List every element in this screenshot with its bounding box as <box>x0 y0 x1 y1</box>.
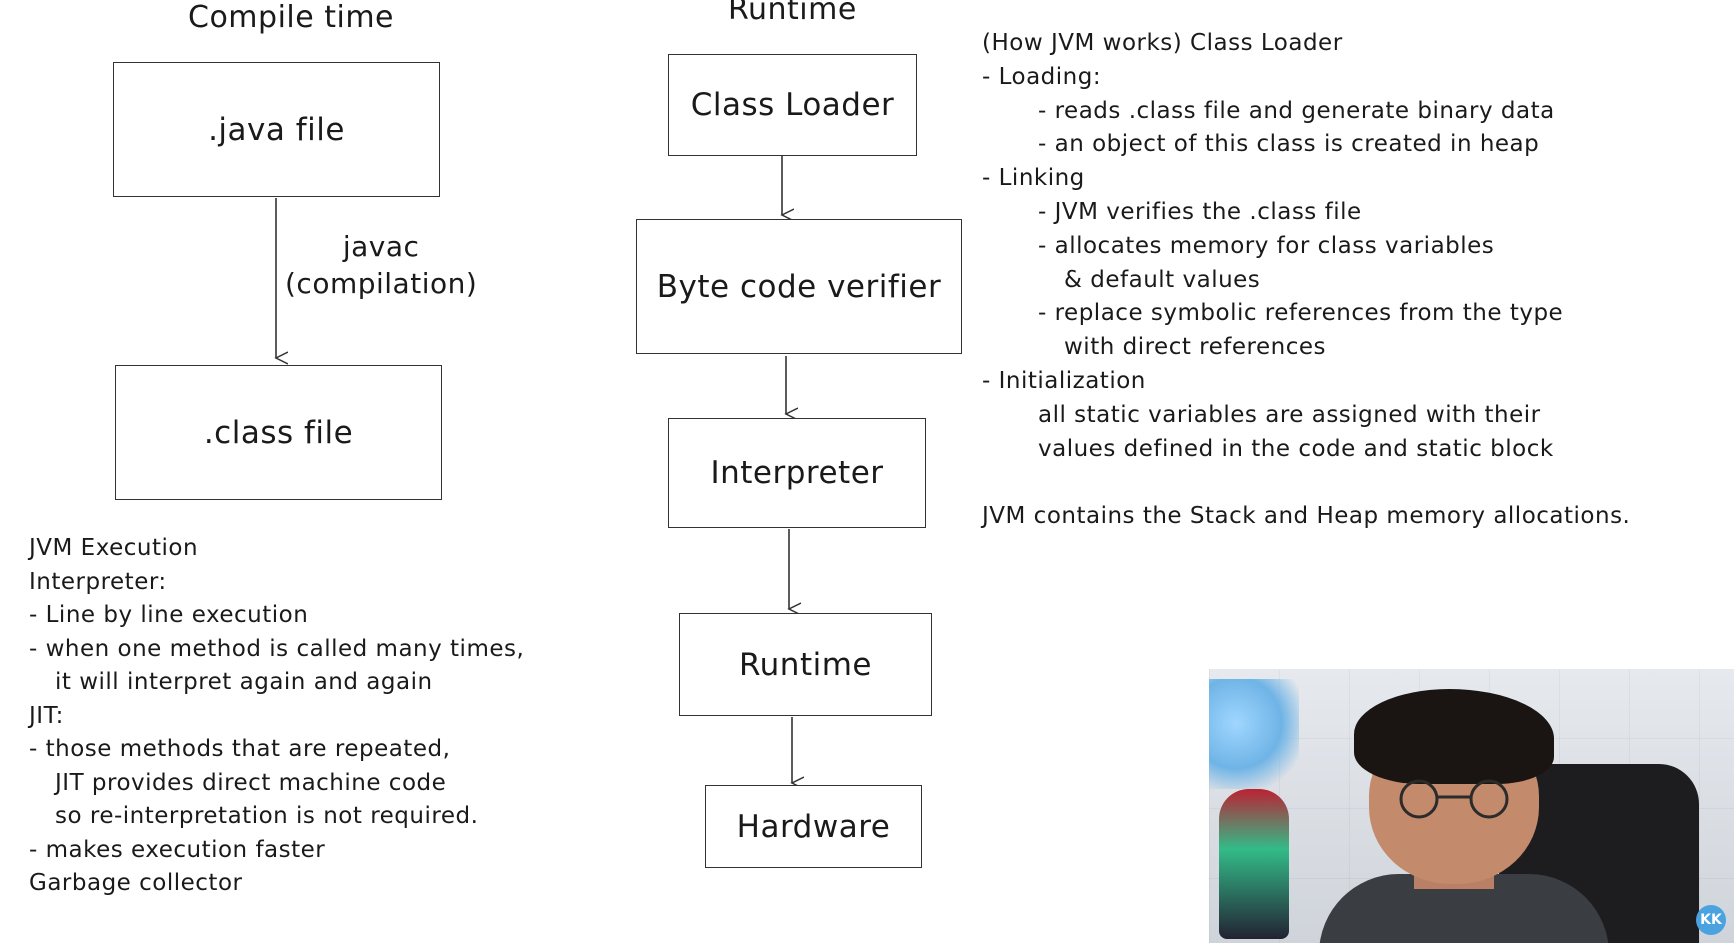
presenter-hair <box>1354 689 1554 784</box>
jit-heading: JIT: <box>29 702 64 729</box>
initialization-item: all static variables are assigned with t… <box>1038 401 1541 428</box>
byte-code-verifier-box: Byte code verifier <box>636 219 962 354</box>
interpreter-label: Interpreter <box>710 455 884 491</box>
class-loader-label: Class Loader <box>690 87 895 123</box>
loading-heading: - Loading: <box>982 63 1102 90</box>
runtime-box: Runtime <box>679 613 932 716</box>
class-file-box: .class file <box>115 365 442 500</box>
linking-heading: - Linking <box>982 165 1085 192</box>
javac-label: javac <box>342 230 420 263</box>
class-file-label: .class file <box>203 414 354 451</box>
linking-item: - JVM verifies the .class file <box>1038 198 1362 225</box>
note-line: - those methods that are repeated, <box>29 736 451 762</box>
loading-item: - reads .class file and generate binary … <box>1038 97 1555 124</box>
microphone-shape <box>1219 789 1289 939</box>
initialization-heading: - Initialization <box>982 367 1146 394</box>
java-file-box: .java file <box>113 62 440 197</box>
interpreter-box: Interpreter <box>668 418 926 528</box>
jvm-memory-summary: JVM contains the Stack and Heap memory a… <box>982 503 1631 530</box>
note-line: - makes execution faster <box>29 836 326 863</box>
hardware-box: Hardware <box>705 785 922 868</box>
jvm-execution-heading: JVM Execution <box>29 535 199 561</box>
note-line: JIT provides direct machine code <box>55 769 447 796</box>
glasses-icon <box>1399 779 1509 819</box>
note-line: - when one method is called many times, <box>29 635 525 662</box>
linking-item: - allocates memory for class variables <box>1038 232 1495 259</box>
linking-item: & default values <box>1064 266 1261 293</box>
loading-item: - an object of this class is created in … <box>1038 131 1540 158</box>
byte-code-verifier-label: Byte code verifier <box>656 268 942 305</box>
runtime-label: Runtime <box>739 646 872 683</box>
compilation-label: (compilation) <box>285 267 478 300</box>
note-line: it will interpret again and again <box>55 669 433 695</box>
light-glow <box>1209 679 1299 789</box>
kk-logo-icon: KK <box>1696 905 1726 935</box>
presenter-webcam: KK <box>1209 669 1734 943</box>
note-line: - Line by line execution <box>29 602 309 628</box>
class-loader-box: Class Loader <box>668 54 917 156</box>
linking-item: - replace symbolic references from the t… <box>1038 300 1564 327</box>
compile-time-title: Compile time <box>188 0 395 35</box>
linking-item: with direct references <box>1064 334 1326 361</box>
javac-edge-label: javac (compilation) <box>285 228 477 302</box>
java-file-label: .java file <box>208 111 345 148</box>
note-line: so re-interpretation is not required. <box>55 803 479 829</box>
initialization-item: values defined in the code and static bl… <box>1038 435 1554 462</box>
class-loader-notes-heading: (How JVM works) Class Loader <box>982 30 1343 56</box>
runtime-title: Runtime <box>728 0 857 27</box>
class-loader-notes: (How JVM works) Class Loader - Loading: … <box>982 27 1630 534</box>
garbage-collector-heading: Garbage collector <box>29 870 243 896</box>
jvm-execution-notes: JVM Execution Interpreter: - Line by lin… <box>29 532 524 901</box>
interpreter-heading: Interpreter: <box>29 568 167 595</box>
hardware-label: Hardware <box>736 808 891 845</box>
